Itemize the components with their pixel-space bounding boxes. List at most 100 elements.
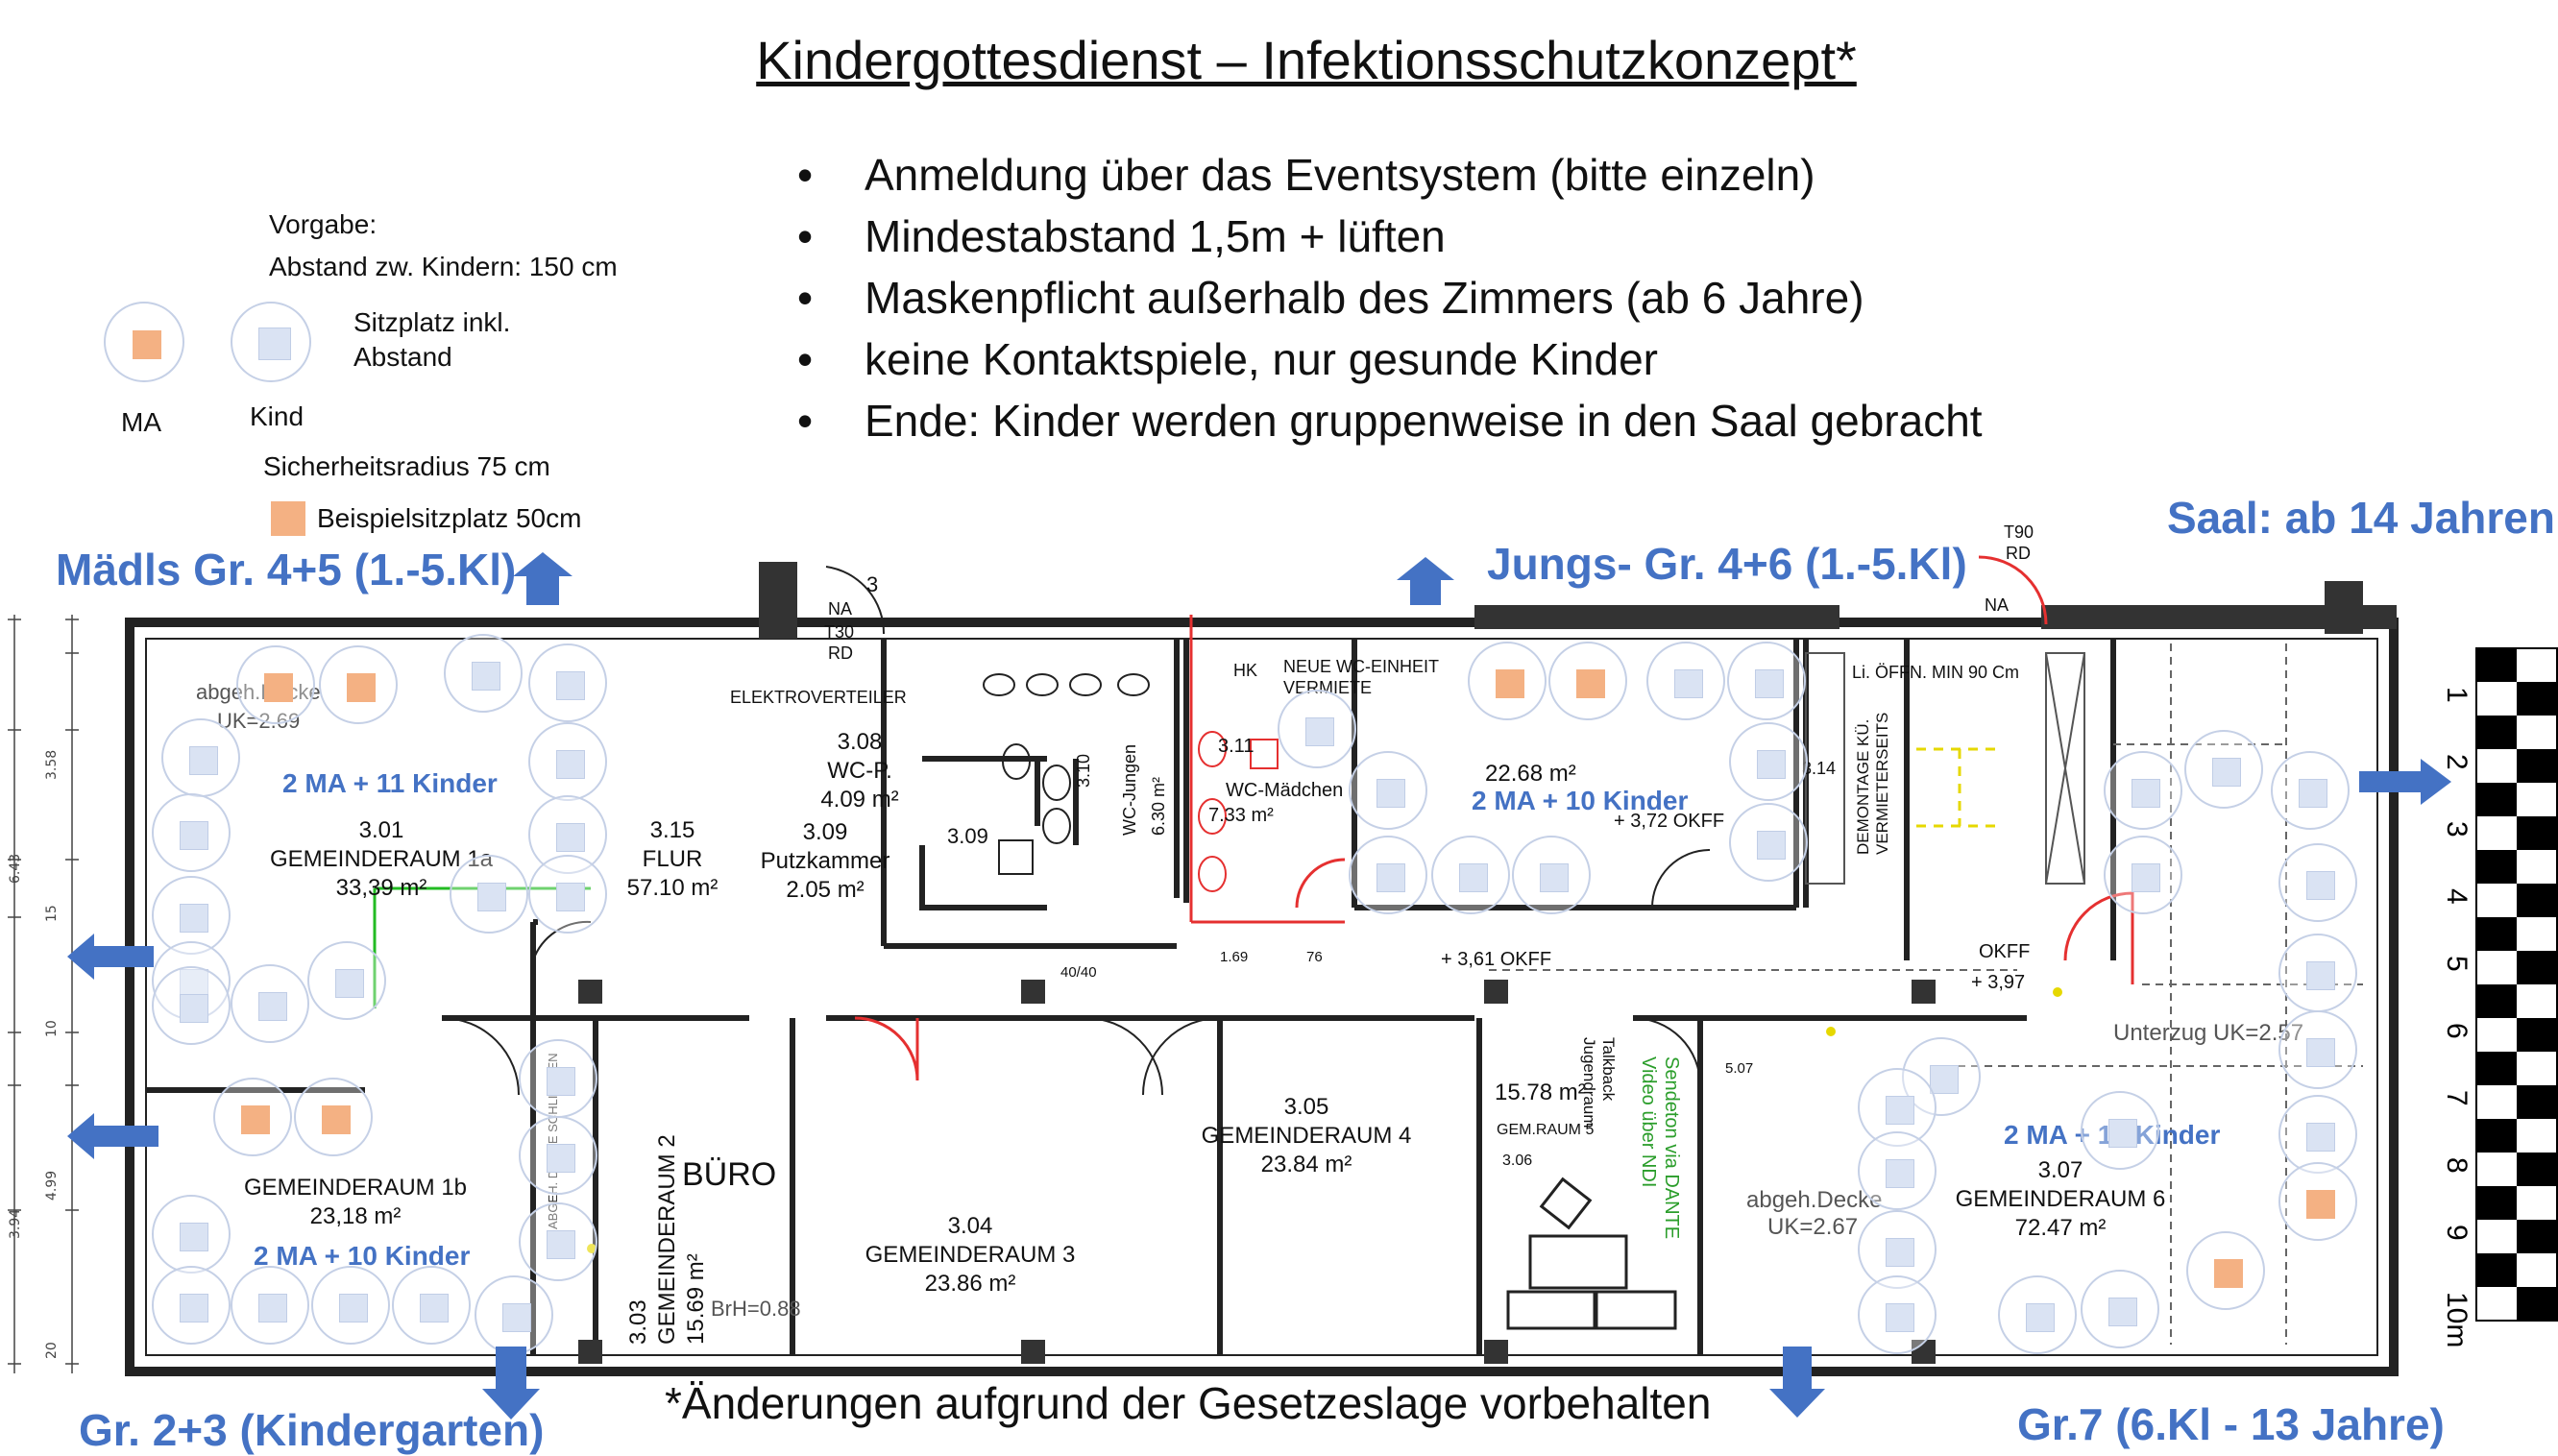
buero-label: BÜRO [682, 1156, 777, 1193]
room-301b-area: 23,18 m² [309, 1203, 402, 1229]
group-gr7: Gr.7 (6.Kl - 13 Jahre) [2017, 1399, 2445, 1449]
room-301-number: 3.01 [358, 817, 404, 843]
child-seat [528, 643, 607, 722]
jungs-room-okff: + 3,72 OKFF [1614, 811, 1725, 832]
child-seat [1278, 690, 1356, 768]
scale-tick-label: 2 [2441, 754, 2473, 770]
legend-vorgabe: Vorgabe: [269, 209, 378, 239]
room-315-area: 57.10 m² [626, 875, 719, 901]
legend-beispiel-swatch [271, 501, 305, 536]
scale-tick-label: 10m [2441, 1292, 2473, 1347]
legend-radius: Sicherheitsradius 75 cm [263, 451, 550, 481]
legend-ma-label: MA [121, 407, 161, 437]
child-seat [152, 876, 231, 955]
room-308-area: 4.09 m² [820, 787, 899, 813]
legend-kind-icon [231, 302, 311, 382]
room-304-name: GEMEINDERAUM 3 [865, 1242, 1076, 1268]
room-311-number: 3.11 [1218, 736, 1255, 757]
child-seat [231, 964, 309, 1043]
stair-number: 3 [866, 572, 879, 596]
svg-text:3.58: 3.58 [44, 750, 60, 780]
child-seat [2104, 836, 2182, 914]
room-309-area: 2.05 m² [786, 877, 865, 903]
dim-76: 76 [1306, 949, 1323, 965]
room-308-number: 3.08 [837, 729, 883, 755]
room-301b-occupancy: 2 MA + 10 Kinder [254, 1241, 471, 1271]
unterzug-label: Unterzug UK=2.57 [2113, 1020, 2304, 1046]
child-seat [1431, 836, 1510, 914]
svg-text:15: 15 [44, 905, 60, 922]
room-304-area: 23.86 m² [924, 1271, 1016, 1297]
child-seat [450, 855, 528, 934]
child-seat [475, 1275, 553, 1354]
legend-sitzplatz-abstand: Abstand [353, 342, 452, 372]
legend-sitzplatz: Sitzplatz inkl. [353, 307, 511, 337]
room-307-label: 3.07 GEMEINDERAUM 6 72.47 m² [1940, 1156, 2180, 1243]
rule-item: keine Kontaktspiele, nur gesunde Kinder [797, 328, 1983, 390]
footnote: *Änderungen aufgrund der Gesetzeslage vo… [665, 1378, 1712, 1428]
child-seat [519, 1202, 597, 1281]
rule-item: Mindestabstand 1,5m + lüften [797, 206, 1983, 267]
okff-marker-2: OKFF [1979, 941, 2031, 962]
group-jungs: Jungs- Gr. 4+6 (1.-5.Kl) [1487, 539, 1967, 589]
child-seat [2278, 1010, 2357, 1089]
room-309-label: 3.09 Putzkammer 2.05 m² [753, 818, 897, 905]
group-kindergarten: Gr. 2+3 (Kindergarten) [79, 1405, 545, 1455]
ma-seat [236, 645, 315, 724]
room-304-label: 3.04 GEMEINDERAUM 3 23.86 m² [845, 1212, 1095, 1298]
door-t30-label: T30 [824, 622, 855, 642]
child-seat [2278, 934, 2357, 1012]
child-seat [1858, 1275, 1937, 1354]
room-306-number: 3.06 [1502, 1153, 1533, 1169]
door-t90-label: T90 [2004, 522, 2034, 542]
scale-tick-label: 8 [2441, 1157, 2473, 1174]
room-307-name: GEMEINDERAUM 6 [1955, 1186, 2166, 1212]
room-305-label: 3.05 GEMEINDERAUM 4 23.84 m² [1182, 1093, 1431, 1179]
room-308-name: WC-P. [827, 758, 892, 784]
room-307-number: 3.07 [2037, 1157, 2083, 1183]
svg-text:3.94: 3.94 [8, 1209, 23, 1239]
arrow-left-icon [67, 1113, 158, 1159]
child-seat [231, 1266, 309, 1345]
dim-169: 1.69 [1220, 949, 1249, 965]
room-305-number: 3.05 [1283, 1094, 1329, 1120]
child-seat [392, 1266, 471, 1345]
ma-seat [2186, 1231, 2265, 1310]
scale-tick-label: 4 [2441, 888, 2473, 905]
svg-text:6.43: 6.43 [8, 854, 23, 884]
child-seat [2271, 751, 2350, 830]
room-306-area: 15.78 m² [1495, 1080, 1586, 1105]
child-seat [528, 722, 607, 801]
legend-kind-label: Kind [250, 401, 305, 431]
outer-wall [125, 618, 2399, 1376]
room-314-number: 3.14 [1802, 759, 1837, 778]
child-seat [2081, 1270, 2159, 1348]
child-seat [519, 1116, 597, 1195]
child-seat [152, 793, 231, 872]
child-seat [528, 855, 607, 934]
room-307-ceiling-uk: UK=2.67 [1767, 1214, 1859, 1240]
ma-seat [1548, 642, 1627, 720]
room-315-number: 3.15 [649, 817, 695, 843]
group-maedls: Mädls Gr. 4+5 (1.-5.Kl) [56, 545, 517, 595]
brh-label: BrH=0.88 [711, 1297, 801, 1321]
child-seat [1729, 722, 1808, 801]
dim-507: 5.07 [1725, 1060, 1754, 1077]
room-309b-number: 3.09 [947, 824, 988, 848]
child-seat [307, 941, 386, 1020]
child-seat [152, 966, 231, 1045]
group-saal: Saal: ab 14 Jahren [2167, 493, 2555, 543]
child-seat [1646, 642, 1725, 720]
jungs-room-occupancy: 2 MA + 10 Kinder [1472, 786, 1689, 815]
scale-tick-label: 1 [2441, 687, 2473, 703]
child-seat [2184, 730, 2263, 809]
door-rd-label: RD [828, 643, 853, 663]
room-301-label: 3.01 GEMEINDERAUM 1a 33,39 m² [261, 816, 501, 903]
arrow-up-icon [1397, 557, 1454, 605]
room-301b-label: GEMEINDERAUM 1b 23,18 m² [221, 1174, 490, 1231]
rules-list: Anmeldung über das Eventsystem (bitte ei… [797, 144, 1983, 451]
child-seat [311, 1266, 390, 1345]
child-seat [2081, 1091, 2159, 1170]
arrow-down-icon [482, 1347, 540, 1420]
